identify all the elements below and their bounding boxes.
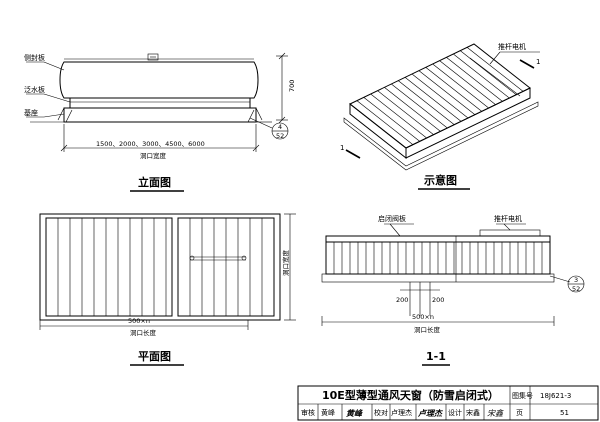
schematic-caption: 示意图 xyxy=(423,173,457,187)
schematic-rib xyxy=(377,90,434,135)
section-motor-label: 推杆电机 xyxy=(494,214,522,223)
schematic-rib xyxy=(418,70,476,115)
schematic-rib xyxy=(370,93,427,139)
label-flashing: 泛水板 xyxy=(24,85,45,94)
schematic-motor-label: 推杆电机 xyxy=(498,42,526,51)
section-ref-num: 3 xyxy=(574,276,578,284)
schematic-rib xyxy=(446,57,503,102)
plan-caption: 平面图 xyxy=(138,350,171,363)
page-label: 页 xyxy=(516,409,523,417)
label-base: 基座 xyxy=(24,108,38,117)
section-dim-a: 200 xyxy=(396,296,408,304)
design-signature: 宋鑫 xyxy=(487,409,504,418)
plan-length-dim: 500×n xyxy=(128,317,150,325)
atlas-label: 图集号 xyxy=(512,391,533,400)
section-view: 启闭阀板 推杆电机 200 200 500×n 洞口长度 3 52 1-1 xyxy=(321,214,585,366)
section-length-dim: 500×n xyxy=(412,313,434,321)
schematic-rib xyxy=(453,53,510,99)
height-dim: 700 xyxy=(288,80,296,92)
design-label: 设计 xyxy=(448,408,462,417)
schematic-rib xyxy=(356,100,414,145)
sheet-title: 10E型薄型通风天窗（防雪启闭式） xyxy=(322,388,499,402)
detail-ref-sheet: 52 xyxy=(276,132,284,140)
elevation-view: 侧封板 泛水板 基座 700 1500、2000、3000、4500、6000 … xyxy=(24,52,296,192)
elevation-caption: 立面图 xyxy=(138,175,171,189)
section-ref-sheet: 52 xyxy=(572,285,580,293)
opening-width-label: 洞口宽度 xyxy=(140,151,167,160)
schematic-rib xyxy=(411,73,469,119)
review-label: 审核 xyxy=(301,408,315,417)
schematic-rib xyxy=(460,50,517,95)
label-side-panel: 侧封板 xyxy=(24,53,45,62)
schematic-view: 推杆电机 1 1 示意图 xyxy=(340,42,540,190)
schematic-rib xyxy=(439,60,496,105)
plan-opening-width: 洞口宽度 xyxy=(281,250,290,277)
width-dims: 1500、2000、3000、4500、6000 xyxy=(96,140,205,148)
page-number: 51 xyxy=(560,409,569,417)
section-mark-right: 1 xyxy=(536,58,540,66)
section-damper-label: 启闭阀板 xyxy=(378,214,406,223)
section-caption: 1-1 xyxy=(426,350,446,363)
section-mark-left: 1 xyxy=(340,144,344,152)
section-dim-b: 200 xyxy=(432,296,444,304)
check-signature: 卢理杰 xyxy=(418,409,443,418)
reviewer-name: 黄峰 xyxy=(321,408,335,417)
title-block: 10E型薄型通风天窗（防雪启闭式） 图集号 18J621-3 审核 黄峰 黄峰 … xyxy=(297,385,599,421)
atlas-number: 18J621-3 xyxy=(540,392,571,400)
review-signature: 黄峰 xyxy=(346,409,363,418)
designer-name: 宋鑫 xyxy=(466,408,480,417)
check-label: 校对 xyxy=(374,408,388,417)
schematic-rib xyxy=(391,83,448,129)
schematic-rib xyxy=(384,87,441,132)
detail-ref-num: 4 xyxy=(278,123,282,131)
schematic-rib xyxy=(425,67,482,112)
section-opening-length: 洞口长度 xyxy=(414,325,441,334)
schematic-rib xyxy=(466,47,524,92)
schematic-rib xyxy=(432,63,489,109)
schematic-rib xyxy=(398,80,455,125)
checker-name: 卢理杰 xyxy=(391,408,412,417)
plan-opening-length: 洞口长度 xyxy=(130,328,157,337)
schematic-rib xyxy=(404,77,462,122)
schematic-rib xyxy=(363,97,420,142)
plan-view: 洞口宽度 500×n 洞口长度 平面图 xyxy=(39,213,296,366)
